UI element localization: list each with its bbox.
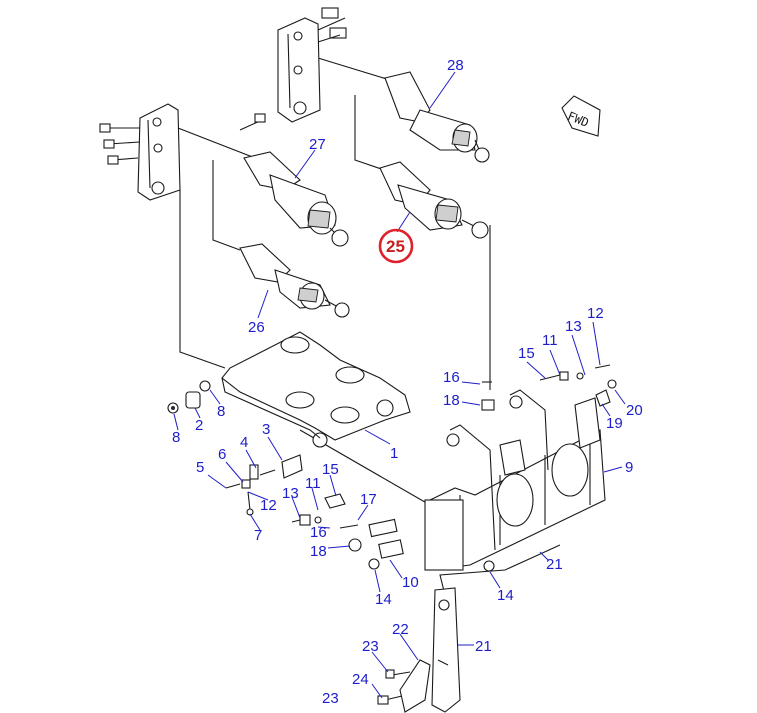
cylinder-25 <box>379 161 489 239</box>
callout-3[interactable]: 3 <box>262 421 270 438</box>
callout-2[interactable]: 2 <box>195 417 203 434</box>
callout-11-lower[interactable]: 11 <box>305 475 321 492</box>
small-parts-left <box>167 364 617 572</box>
callout-21-upper[interactable]: 21 <box>546 556 563 573</box>
callout-17[interactable]: 17 <box>360 491 377 508</box>
callout-22[interactable]: 22 <box>392 621 409 638</box>
callout-16-upper[interactable]: 16 <box>443 369 460 386</box>
cylinder-27 <box>243 151 349 247</box>
callout-13-lower[interactable]: 13 <box>282 485 299 502</box>
callout-16-lower[interactable]: 16 <box>310 524 327 541</box>
upper-bracket <box>277 7 347 123</box>
callout-26[interactable]: 26 <box>248 319 265 336</box>
callout-21-lower[interactable]: 21 <box>475 638 492 655</box>
callout-7[interactable]: 7 <box>254 527 262 544</box>
callout-6[interactable]: 6 <box>218 446 226 463</box>
callout-15-upper[interactable]: 15 <box>518 345 535 362</box>
callout-27[interactable]: 27 <box>309 136 326 153</box>
callout-12-upper[interactable]: 12 <box>587 305 604 322</box>
callout-14-left[interactable]: 14 <box>375 591 392 608</box>
callout-5[interactable]: 5 <box>196 459 204 476</box>
callout-28[interactable]: 28 <box>447 57 464 74</box>
ripper-beam-9 <box>424 389 606 596</box>
shank-21 <box>431 587 461 713</box>
callout-14-right[interactable]: 14 <box>497 587 514 604</box>
callout-12-lower[interactable]: 12 <box>260 497 277 514</box>
callout-8-left[interactable]: 8 <box>172 429 180 446</box>
callout-8-right[interactable]: 8 <box>217 403 225 420</box>
callout-18-upper[interactable]: 18 <box>443 392 460 409</box>
callout-9[interactable]: 9 <box>625 459 633 476</box>
callout-20[interactable]: 20 <box>626 402 643 419</box>
callout-4[interactable]: 4 <box>240 434 248 451</box>
callout-11-upper[interactable]: 11 <box>542 332 558 349</box>
cylinder-28 <box>384 71 490 163</box>
callout-13-upper[interactable]: 13 <box>565 318 582 335</box>
callout-24[interactable]: 24 <box>352 671 369 688</box>
callout-15-lower[interactable]: 15 <box>322 461 339 478</box>
callout-1[interactable]: 1 <box>390 445 398 462</box>
highlight-ring <box>378 228 414 264</box>
callout-23-lower[interactable]: 23 <box>322 690 339 707</box>
callout-25[interactable]: 25 <box>386 237 405 256</box>
callout-10[interactable]: 10 <box>402 574 419 591</box>
callouts: 25 28 27 26 12 13 11 15 16 18 20 19 9 1 … <box>172 57 643 707</box>
callout-18-lower[interactable]: 18 <box>310 543 327 560</box>
fwd-arrow: FWD <box>561 95 601 137</box>
left-bracket <box>99 103 266 201</box>
callout-23-upper[interactable]: 23 <box>362 638 379 655</box>
callout-19[interactable]: 19 <box>606 415 623 432</box>
tip-22-24 <box>377 659 431 713</box>
line-art: FWD <box>99 7 617 713</box>
cylinder-26 <box>239 243 350 318</box>
frame-1 <box>221 331 411 448</box>
